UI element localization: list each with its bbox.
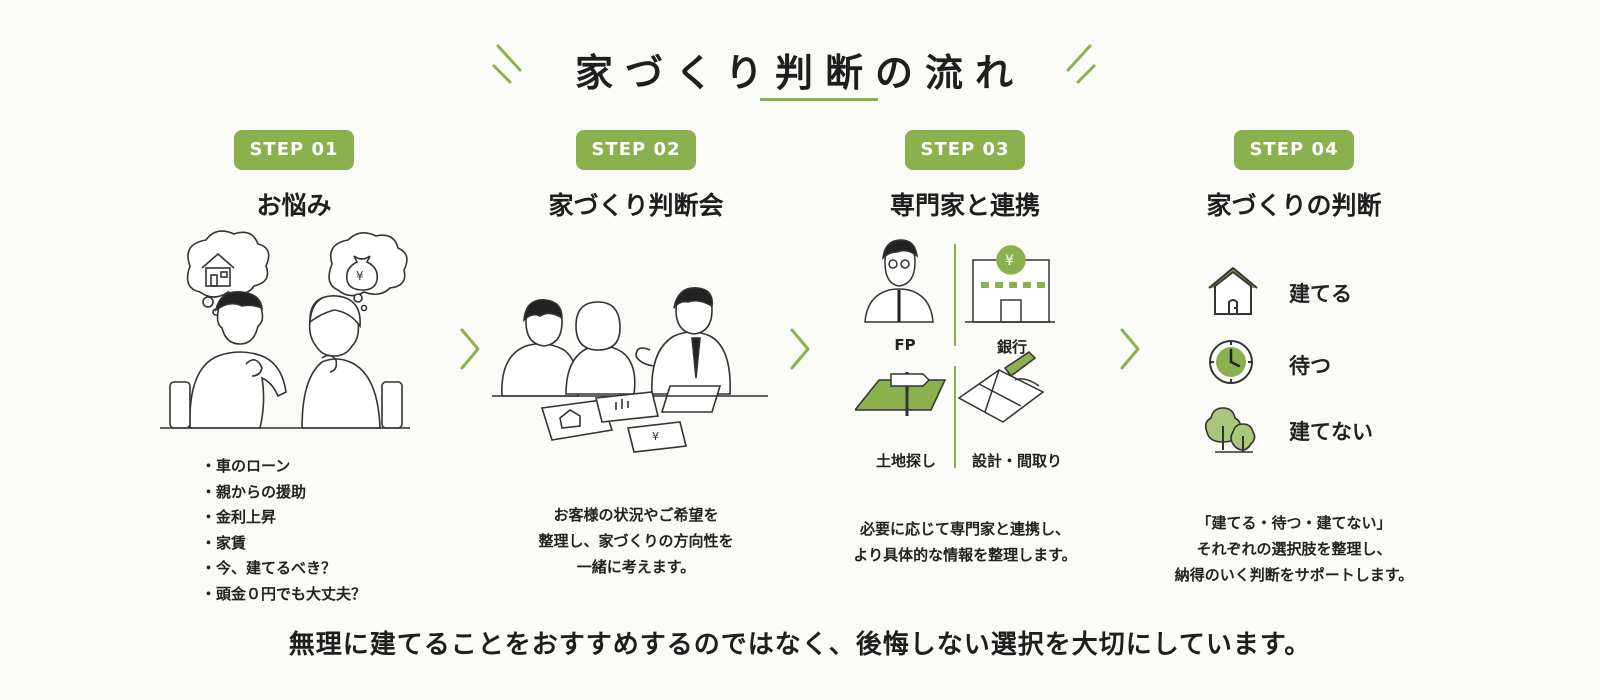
- footer-message: 無理に建てることをおすすめするのではなく、後悔しない選択を大切にしています。: [288, 630, 1312, 660]
- house-thought-bubble: [186, 230, 270, 316]
- svg-text:¥: ¥: [1005, 253, 1014, 269]
- title-underline: [760, 98, 878, 101]
- list-item: ・頭金０円でも大丈夫？: [201, 584, 367, 603]
- worried-couple-illustration: ¥: [160, 230, 410, 429]
- desc-line: 「建てる・待つ・建てない」: [1196, 514, 1392, 532]
- step-02-title: 家づくり判断会: [548, 191, 724, 220]
- list-item: ・家賃: [201, 533, 247, 552]
- land-icon: [855, 372, 947, 416]
- svg-text:¥: ¥: [652, 430, 659, 443]
- option-build-label: 建てる: [1289, 282, 1352, 306]
- arrow-right-icon: [1120, 328, 1140, 370]
- list-item: ・金利上昇: [201, 508, 277, 526]
- step-01-title: お悩み: [256, 191, 332, 220]
- title-area: 家づくり判断の流れ: [0, 38, 1600, 108]
- step-04-title: 家づくりの判断: [1206, 191, 1382, 220]
- arrow-right-icon: [460, 328, 480, 370]
- desc-line: それぞれの選択肢を整理し、: [1196, 540, 1392, 558]
- yen-document: [627, 421, 687, 453]
- clock-icon: [1209, 340, 1253, 384]
- step-02-description: お客様の状況やご希望を 整理し、家づくりの方向性を 一緒に考えます。: [486, 502, 786, 580]
- advisor-man: [651, 331, 731, 395]
- option-wait-label: 待つ: [1289, 354, 1331, 378]
- floor-plan-icon: [957, 351, 1045, 423]
- step-04-badge: STEP 04: [1234, 130, 1354, 170]
- client-woman: [565, 344, 636, 395]
- page-title: 家づくり判断の流れ: [574, 51, 1025, 95]
- house-icon: [1208, 267, 1258, 315]
- step-03-title: 専門家と連携: [889, 191, 1040, 220]
- list-item: ・今、建てるべき？: [201, 559, 337, 577]
- step-01-badge: STEP 01: [234, 130, 354, 170]
- house-icon: [201, 252, 235, 287]
- option-build: 建てる: [1205, 264, 1352, 320]
- step-04-description: 「建てる・待つ・建てない」 それぞれの選択肢を整理し、 納得のいく判断をサポート…: [1144, 510, 1444, 588]
- experts-grid: ¥: [855, 239, 1055, 468]
- woman-figure: [301, 295, 403, 429]
- list-item: ・車のローン: [201, 457, 291, 475]
- desc-line: お客様の状況やご希望を: [553, 506, 719, 524]
- desc-line: より具体的な情報を整理します。: [853, 546, 1077, 564]
- desc-line: 納得のいく判断をサポートします。: [1174, 566, 1414, 584]
- svg-text:¥: ¥: [356, 269, 364, 283]
- land-label: 土地探し: [875, 452, 936, 470]
- wallet-thought-bubble: [328, 232, 408, 312]
- desc-line: 整理し、家づくりの方向性を: [538, 532, 734, 550]
- laptop: [660, 385, 722, 413]
- option-wait: 待つ: [1205, 336, 1331, 392]
- arrow-right-icon: [790, 328, 810, 370]
- left-accent-lines: [492, 44, 522, 84]
- desc-line: 必要に応じて専門家と連携し、: [859, 520, 1070, 538]
- bank-icon: ¥: [965, 245, 1055, 323]
- list-item: ・親からの援助: [201, 482, 307, 501]
- tree-icon: [1204, 407, 1256, 453]
- option-not-build-label: 建てない: [1289, 420, 1373, 444]
- financial-planner-icon: [864, 239, 934, 323]
- step-03-badge: STEP 03: [905, 130, 1025, 170]
- worry-list: ・車のローン ・親からの援助 ・金利上昇 ・家賃 ・今、建てるべき？ ・頭金０円…: [201, 454, 366, 607]
- desc-line: 一緒に考えます。: [576, 558, 696, 576]
- man-figure: [169, 291, 287, 429]
- money-bag-icon: ¥: [345, 255, 379, 291]
- bank-label: 銀行: [996, 338, 1027, 356]
- step-02-badge: STEP 02: [576, 130, 696, 170]
- fp-label: FP: [894, 336, 916, 354]
- design-label: 設計・間取り: [971, 452, 1062, 470]
- chart-document: [595, 391, 659, 423]
- step-03-description: 必要に応じて専門家と連携し、 より具体的な情報を整理します。: [815, 516, 1115, 568]
- option-not-build: 建てない: [1204, 402, 1373, 458]
- right-accent-lines: [1066, 44, 1096, 84]
- consultation-meeting-illustration: ¥: [492, 287, 768, 453]
